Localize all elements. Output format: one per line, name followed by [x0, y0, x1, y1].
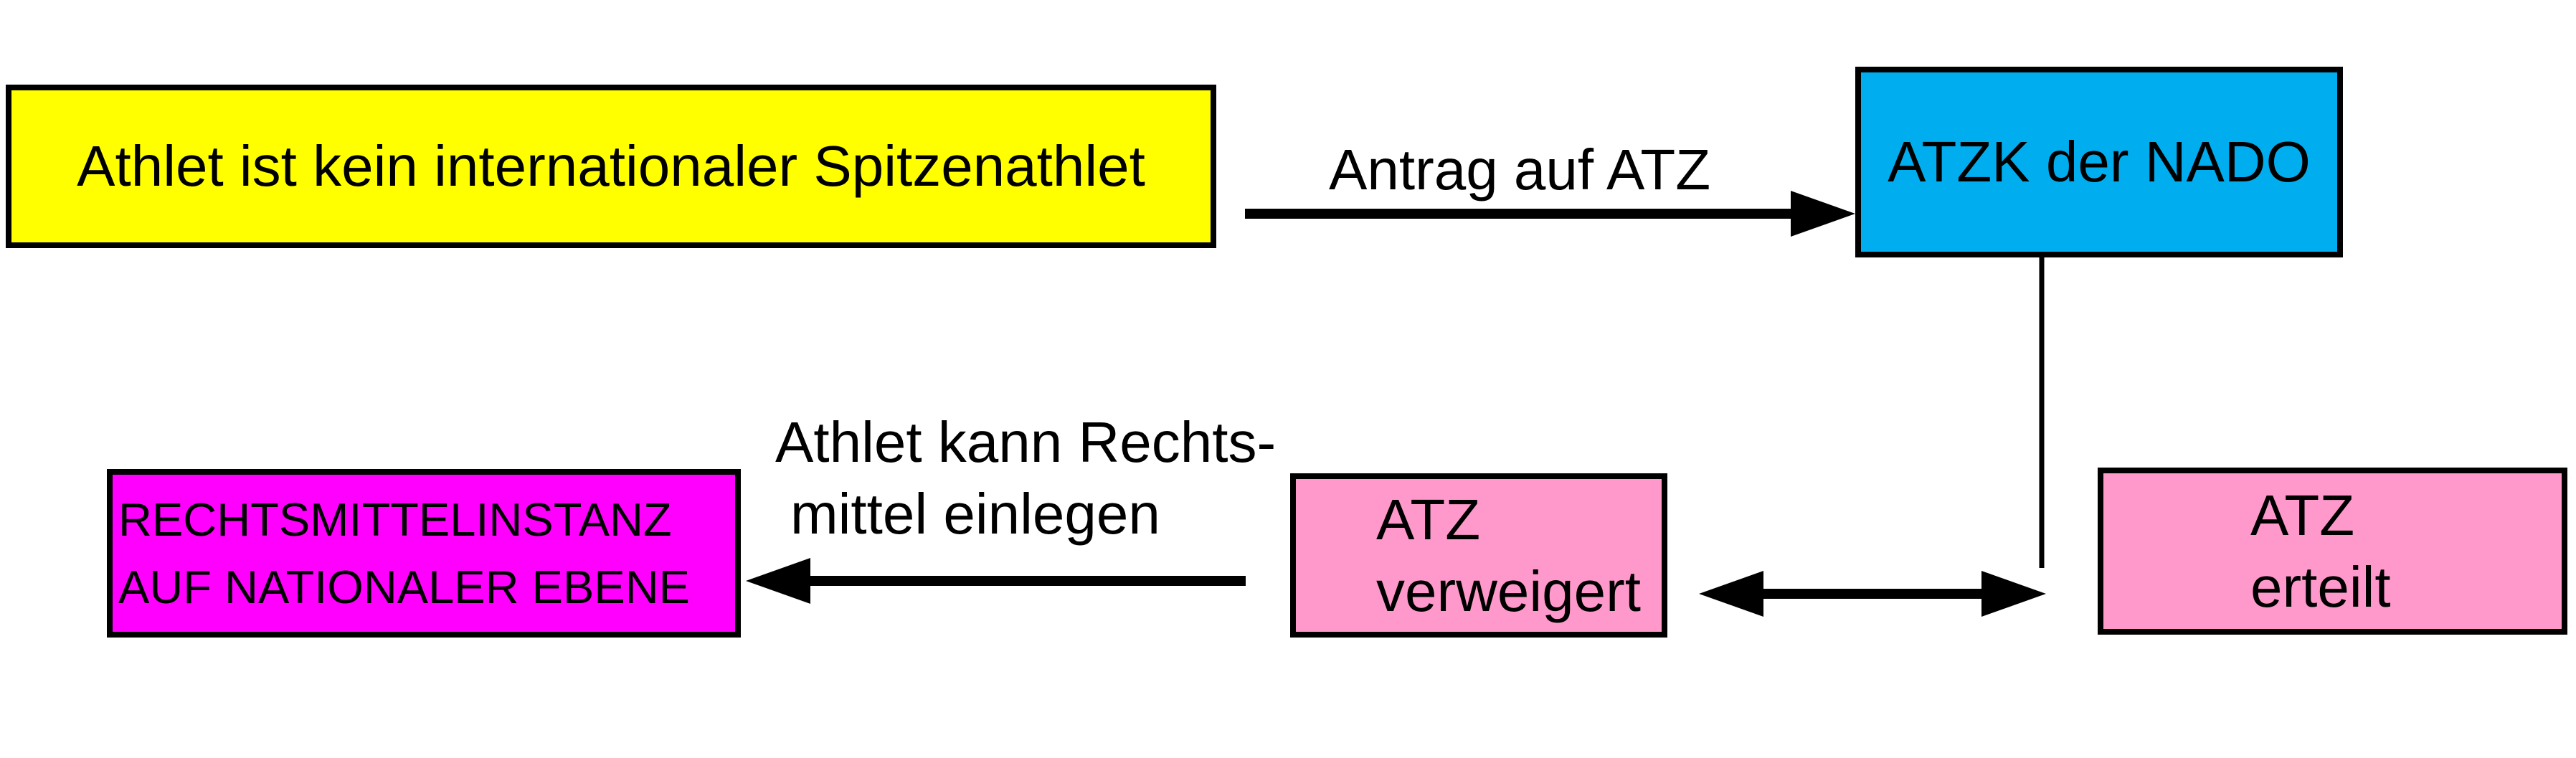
node-atz-verweigert-line1: ATZ	[1376, 487, 1481, 551]
node-athlete-text: Athlet ist kein internationaler Spitzena…	[77, 134, 1145, 198]
arrow-double-head-right	[1981, 571, 2046, 617]
arrow-double-verweigert-erteilt	[1699, 571, 2046, 617]
arrow-antrag-head-right	[1791, 191, 1855, 237]
node-rechtsmittelinstanz-line1: RECHTSMITTELINSTANZ	[118, 493, 672, 546]
arrow-rechtsmittel-head-left	[746, 558, 810, 604]
node-rechtsmittelinstanz-line2: AUF NATIONALER EBENE	[118, 560, 691, 613]
edge-label-rechtsmittel-line2: mittel einlegen	[790, 482, 1160, 546]
node-atz-erteilt-line2: erteilt	[2250, 554, 2391, 619]
arrow-rechtsmittel	[746, 558, 1246, 604]
arrow-antrag-auf-atz	[1245, 191, 1855, 237]
node-atz-verweigert-line2: verweigert	[1376, 559, 1642, 623]
node-atzk-der-nado: ATZK der NADO	[1855, 67, 2343, 257]
edge-label-antrag-auf-atz: Antrag auf ATZ	[1329, 138, 1711, 202]
arrow-double-head-left	[1699, 571, 1763, 617]
edge-label-rechtsmittel-line1: Athlet kann Rechts-	[775, 410, 1277, 474]
node-atz-erteilt: ATZ erteilt	[2098, 468, 2567, 635]
node-atz-erteilt-line1: ATZ	[2250, 483, 2355, 547]
node-athlete-kein-spitzenathlet: Athlet ist kein internationaler Spitzena…	[6, 85, 1216, 248]
node-atz-verweigert: ATZ verweigert	[1290, 473, 1667, 638]
node-rechtsmittelinstanz: RECHTSMITTELINSTANZ AUF NATIONALER EBENE	[107, 469, 741, 638]
node-atzk-text: ATZK der NADO	[1888, 130, 2311, 194]
